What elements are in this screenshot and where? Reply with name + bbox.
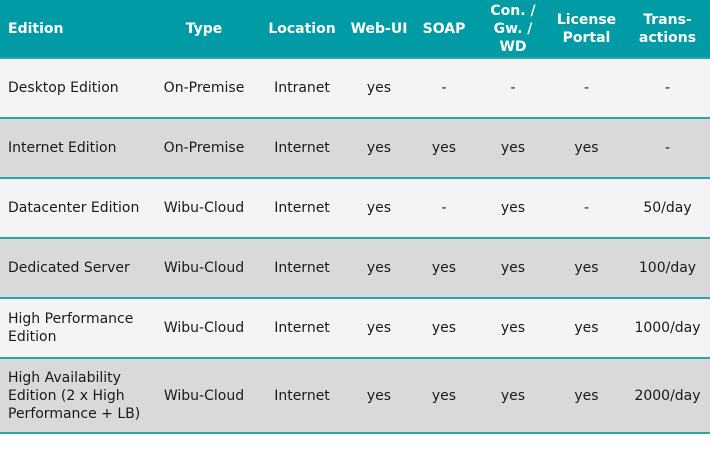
cell-edition: Datacenter Edition bbox=[0, 177, 152, 238]
header-connector: Con. / Gw. / WD bbox=[478, 0, 548, 58]
cell-location: Intranet bbox=[256, 57, 348, 118]
header-location: Location bbox=[256, 0, 348, 58]
header-transactions: Trans- actions bbox=[625, 0, 710, 58]
cell-license-portal: - bbox=[548, 177, 625, 238]
cell-soap: - bbox=[410, 177, 478, 238]
cell-soap: - bbox=[410, 57, 478, 118]
cell-location: Internet bbox=[256, 237, 348, 298]
cell-type: Wibu-Cloud bbox=[152, 237, 256, 298]
cell-connector: yes bbox=[478, 357, 548, 434]
table-row: High Availability Edition (2 x High Perf… bbox=[0, 357, 710, 434]
cell-license-portal: yes bbox=[548, 357, 625, 434]
cell-type: On-Premise bbox=[152, 57, 256, 118]
cell-type: Wibu-Cloud bbox=[152, 297, 256, 358]
cell-location: Internet bbox=[256, 117, 348, 178]
cell-web-ui: yes bbox=[348, 357, 410, 434]
cell-location: Internet bbox=[256, 297, 348, 358]
cell-edition: Internet Edition bbox=[0, 117, 152, 178]
cell-soap: yes bbox=[410, 117, 478, 178]
cell-connector: yes bbox=[478, 237, 548, 298]
cell-web-ui: yes bbox=[348, 117, 410, 178]
cell-transactions: - bbox=[625, 57, 710, 118]
cell-connector: yes bbox=[478, 177, 548, 238]
cell-soap: yes bbox=[410, 297, 478, 358]
header-type: Type bbox=[152, 0, 256, 58]
cell-location: Internet bbox=[256, 357, 348, 434]
header-edition: Edition bbox=[0, 0, 152, 58]
cell-transactions: - bbox=[625, 117, 710, 178]
cell-edition: High Performance Edition bbox=[0, 297, 152, 358]
cell-edition: Dedicated Server bbox=[0, 237, 152, 298]
cell-web-ui: yes bbox=[348, 57, 410, 118]
cell-transactions: 100/day bbox=[625, 237, 710, 298]
cell-type: Wibu-Cloud bbox=[152, 357, 256, 434]
header-license-portal: License Portal bbox=[548, 0, 625, 58]
cell-transactions: 1000/day bbox=[625, 297, 710, 358]
cell-connector: yes bbox=[478, 117, 548, 178]
cell-web-ui: yes bbox=[348, 177, 410, 238]
cell-type: On-Premise bbox=[152, 117, 256, 178]
cell-web-ui: yes bbox=[348, 297, 410, 358]
cell-connector: - bbox=[478, 57, 548, 118]
cell-connector: yes bbox=[478, 297, 548, 358]
cell-transactions: 50/day bbox=[625, 177, 710, 238]
header-web-ui: Web-UI bbox=[348, 0, 410, 58]
header-soap: SOAP bbox=[410, 0, 478, 58]
cell-web-ui: yes bbox=[348, 237, 410, 298]
cell-type: Wibu-Cloud bbox=[152, 177, 256, 238]
cell-edition: High Availability Edition (2 x High Perf… bbox=[0, 357, 152, 434]
cell-license-portal: yes bbox=[548, 237, 625, 298]
cell-license-portal: - bbox=[548, 57, 625, 118]
cell-location: Internet bbox=[256, 177, 348, 238]
cell-license-portal: yes bbox=[548, 297, 625, 358]
cell-transactions: 2000/day bbox=[625, 357, 710, 434]
cell-license-portal: yes bbox=[548, 117, 625, 178]
cell-soap: yes bbox=[410, 357, 478, 434]
cell-edition: Desktop Edition bbox=[0, 57, 152, 118]
cell-soap: yes bbox=[410, 237, 478, 298]
